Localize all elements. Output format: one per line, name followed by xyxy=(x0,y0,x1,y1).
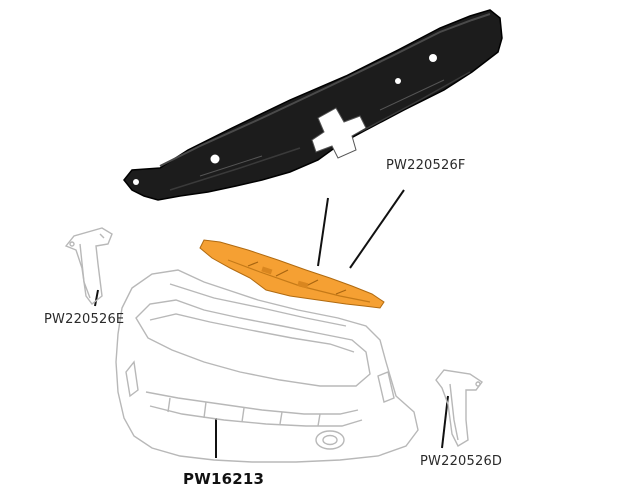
label-right-bracket: PW220526D xyxy=(420,454,503,469)
left-bracket xyxy=(64,227,113,305)
radiator-shield-panel xyxy=(123,9,503,201)
right-bracket xyxy=(435,369,484,447)
label-left-bracket: PW220526E xyxy=(44,312,125,327)
label-top-shield: PW220526F xyxy=(386,158,466,173)
label-bumper: PW16213 xyxy=(183,470,265,488)
highlighted-panel xyxy=(199,239,385,309)
leader-lines xyxy=(94,189,449,458)
front-bumper xyxy=(115,269,419,463)
